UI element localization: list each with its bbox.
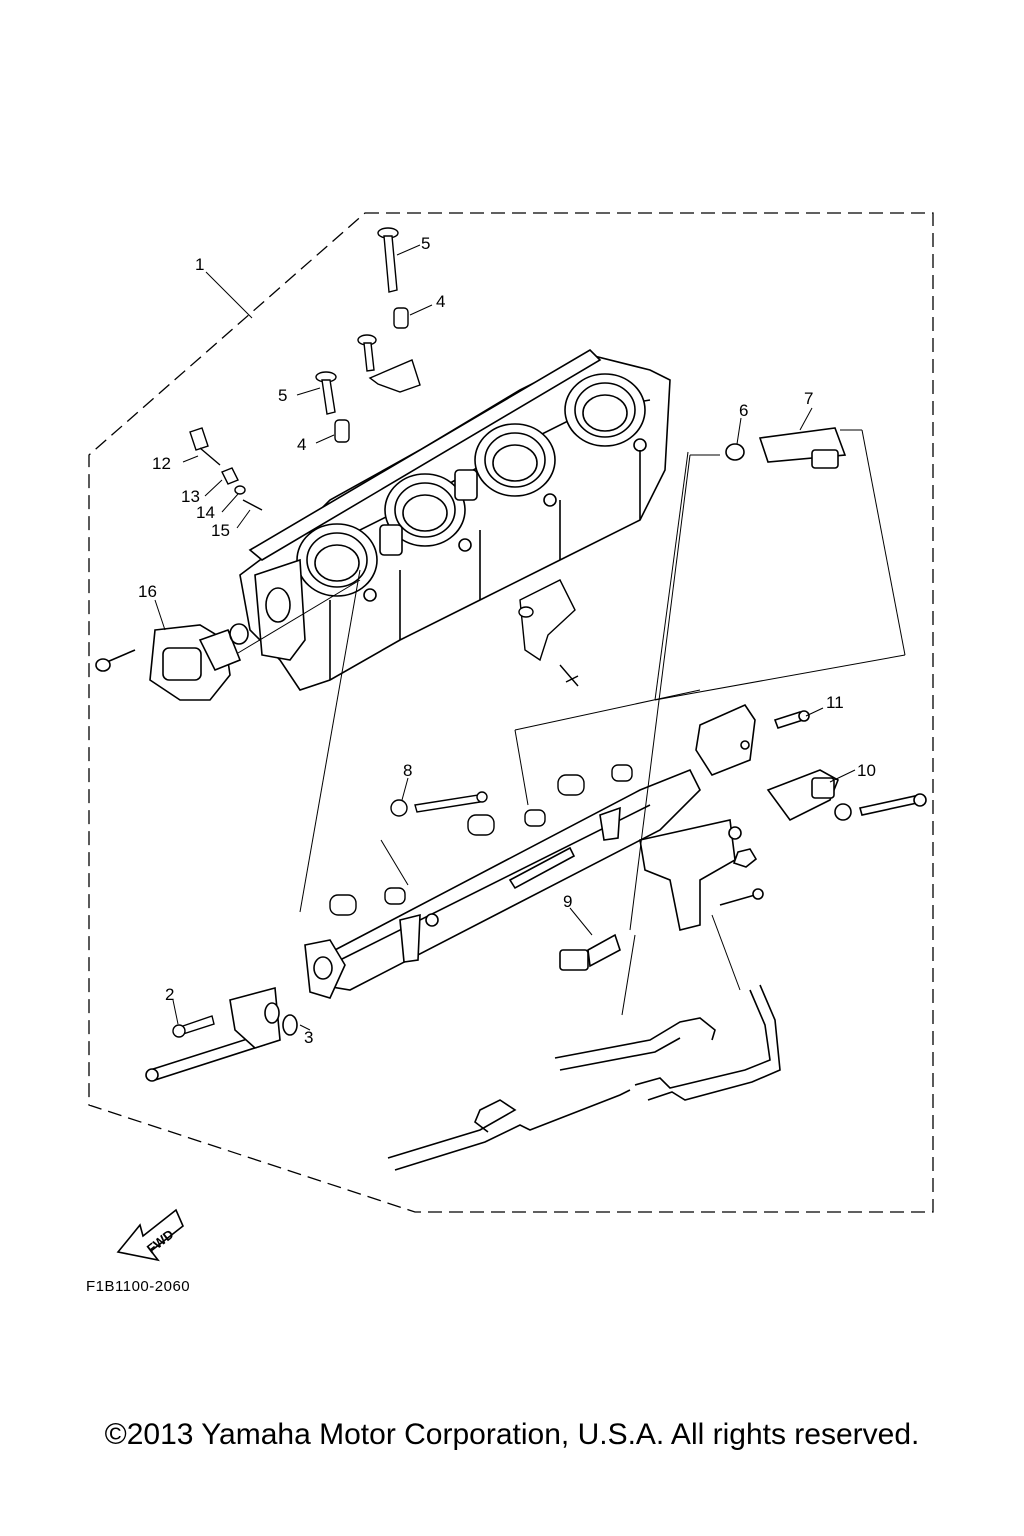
- callout-14: 14: [196, 503, 215, 522]
- callout-1: 1: [195, 255, 204, 274]
- pressure-sensor: [766, 769, 927, 822]
- callout-4a: 4: [436, 292, 445, 311]
- fwd-arrow-icon: FWD: [116, 1208, 184, 1262]
- assembly-boundary: [88, 212, 934, 1213]
- callout-10: 10: [857, 761, 876, 780]
- leader-lines: [154, 244, 906, 1031]
- callout-8: 8: [403, 761, 412, 780]
- callout-12: 12: [152, 454, 171, 473]
- rail-bracket: [695, 703, 810, 776]
- callout-3: 3: [304, 1028, 313, 1047]
- copyright-notice: ©2013 Yamaha Motor Corporation, U.S.A. A…: [104, 1418, 920, 1451]
- rail-grommets: [329, 764, 633, 916]
- mounting-plate: [639, 819, 764, 931]
- throttle-bore-2: [384, 473, 466, 547]
- o-ring: [282, 1014, 298, 1036]
- callout-13: 13: [181, 487, 200, 506]
- fuel-injector: [725, 427, 847, 469]
- link-bracket-top: [368, 359, 421, 393]
- fuel-rail: [304, 768, 701, 999]
- callout-2: 2: [165, 985, 174, 1004]
- callout-7: 7: [804, 389, 813, 408]
- figure-reference: F1B1100-2060: [86, 1278, 190, 1295]
- fuel-pipe: [145, 986, 281, 1082]
- adjust-screws: [315, 227, 409, 443]
- callout-15: 15: [211, 521, 230, 540]
- link-bracket-lower: [518, 579, 579, 687]
- callout-5a: 5: [421, 234, 430, 253]
- throttle-position-sensor: [95, 623, 249, 701]
- callout-9: 9: [563, 892, 572, 911]
- callout-16: 16: [138, 582, 157, 601]
- throttle-bore-4: [564, 373, 646, 447]
- throttle-bore-1: [296, 523, 378, 597]
- washer-bolt-8: [390, 791, 488, 817]
- fuel-hoses: [387, 984, 781, 1171]
- idle-screw-set: [189, 427, 263, 511]
- throttle-bore-3: [474, 423, 556, 497]
- pipe-bolt: [172, 1015, 215, 1038]
- throttle-body-assembly: [239, 348, 671, 691]
- callout-5b: 5: [278, 386, 287, 405]
- temperature-sensor: [559, 933, 621, 971]
- callout-4b: 4: [297, 435, 306, 454]
- callout-6: 6: [739, 401, 748, 420]
- callout-11: 11: [826, 693, 844, 712]
